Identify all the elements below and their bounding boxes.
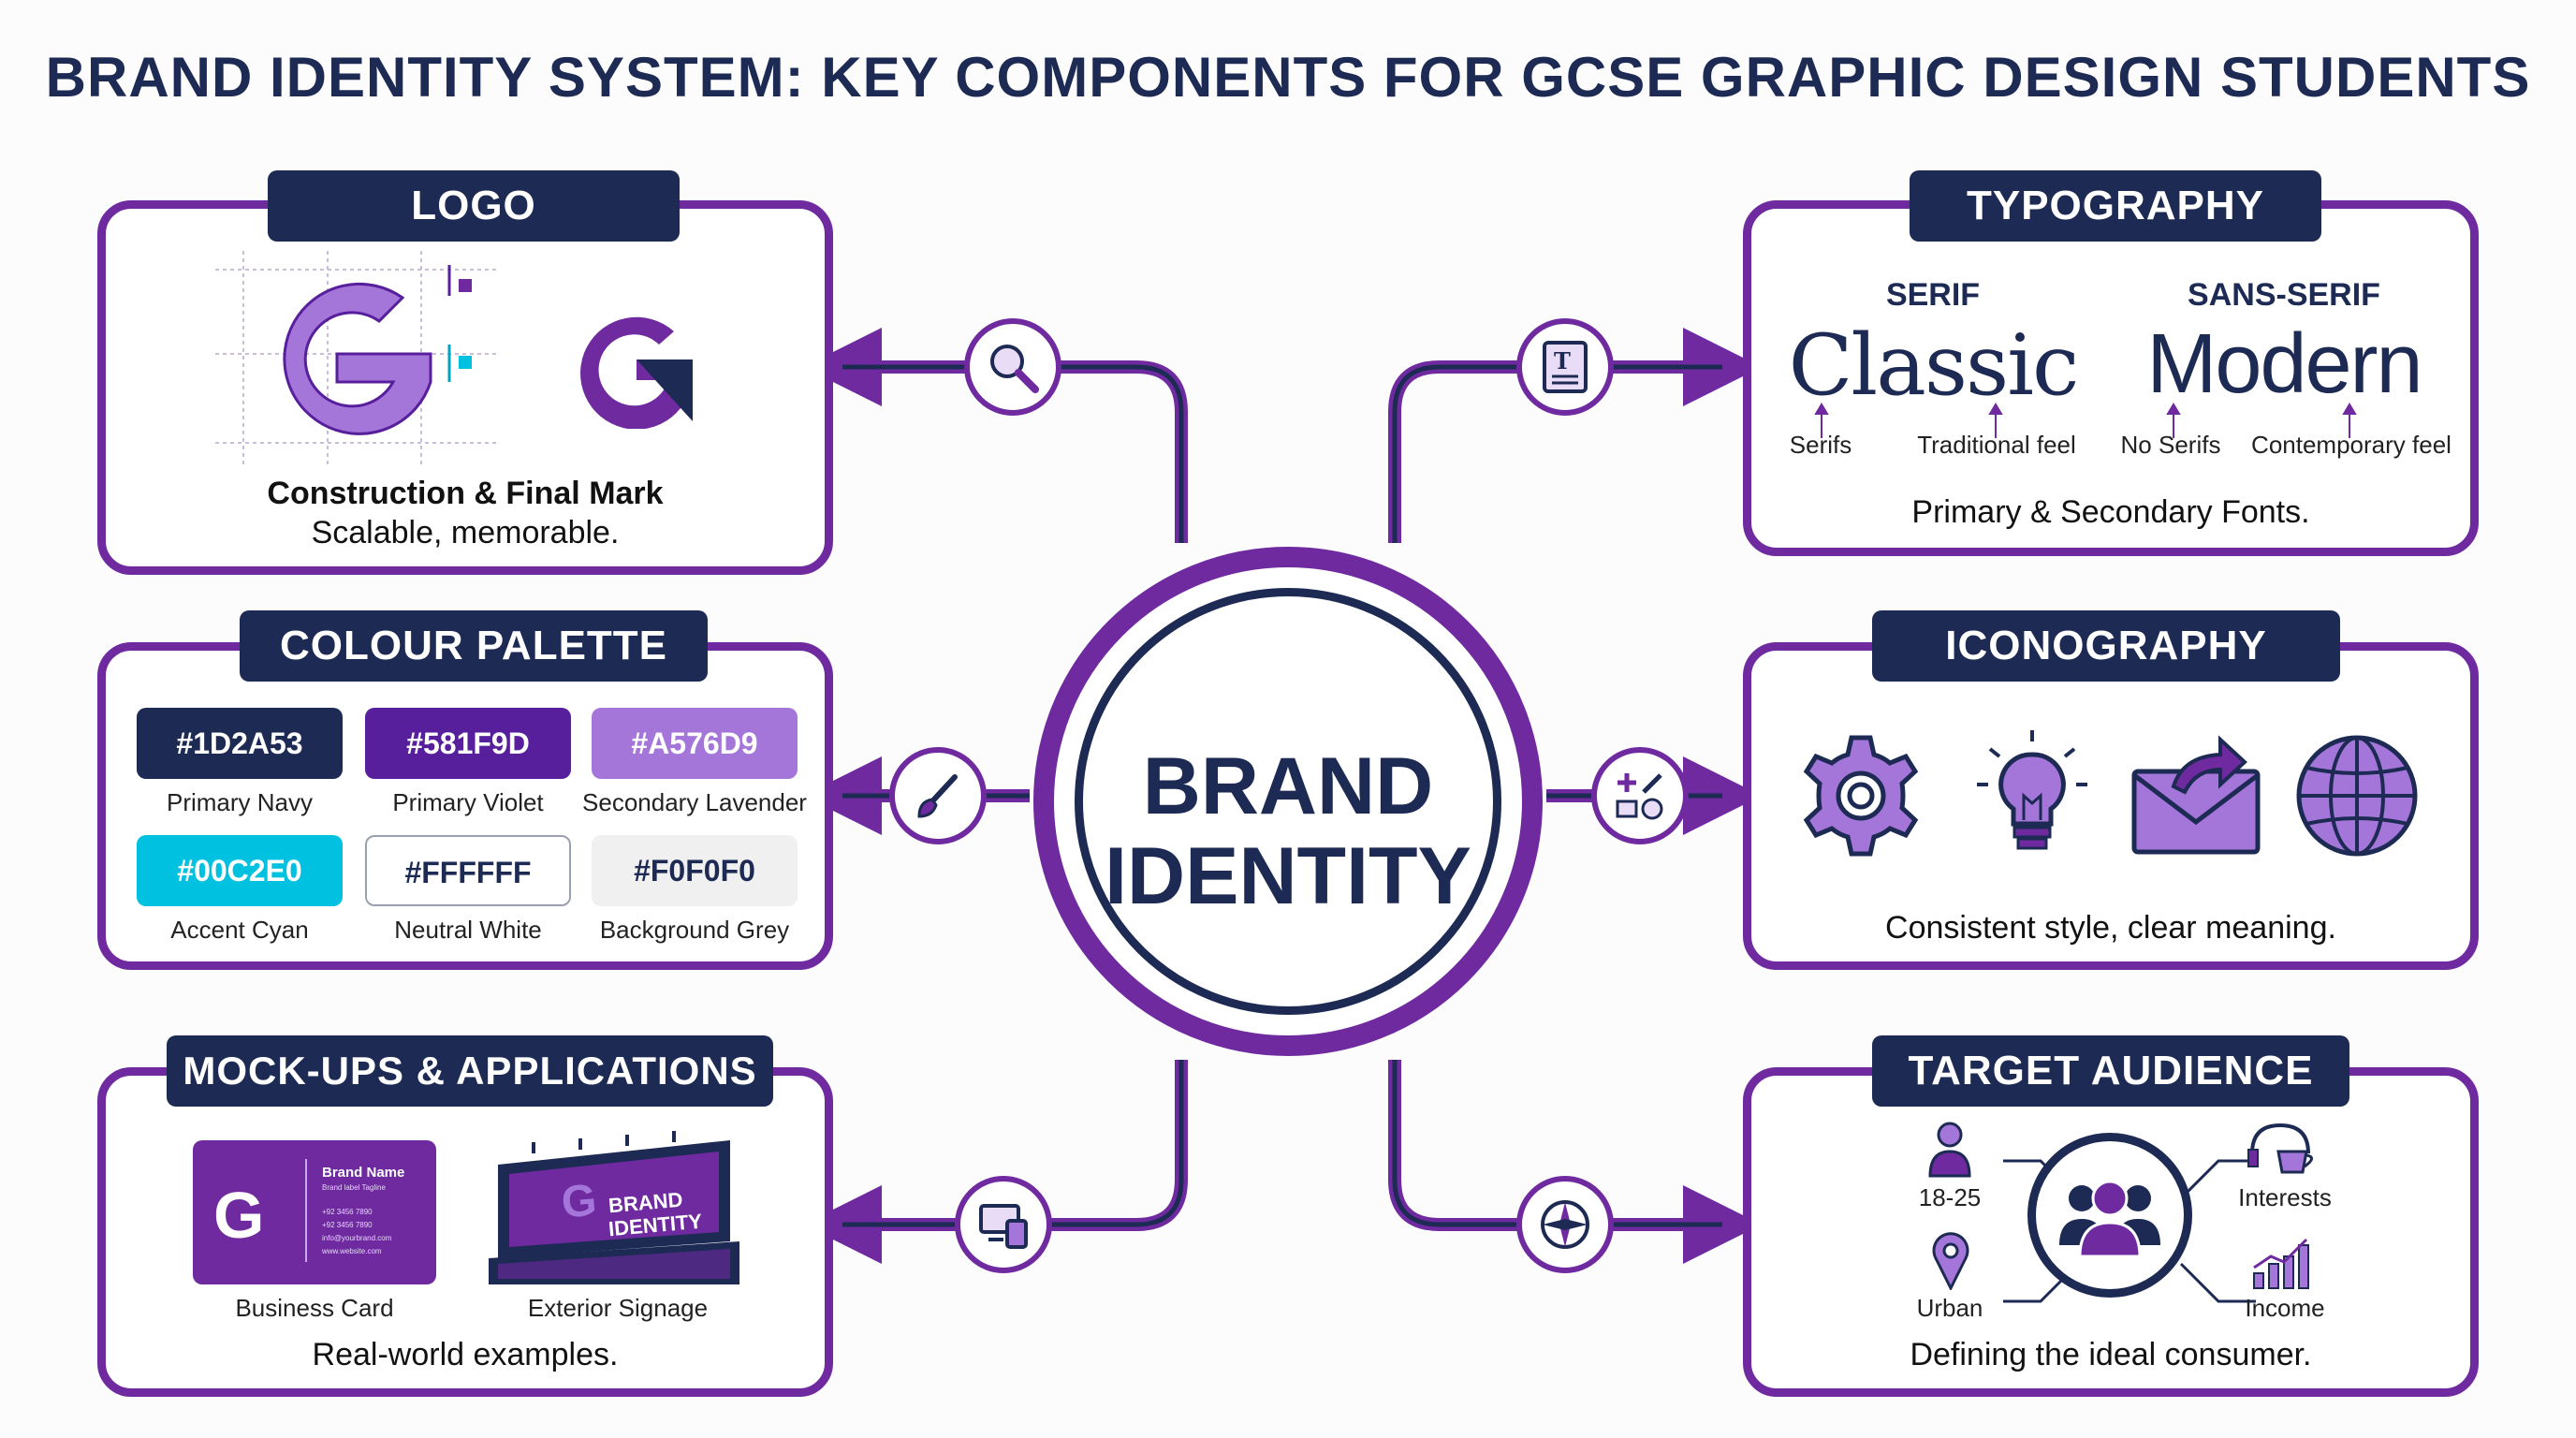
logo-construction-drawing xyxy=(215,251,496,466)
hub-line-2: IDENTITY xyxy=(1105,831,1471,921)
color-swatch-label: Primary Violet xyxy=(392,788,544,816)
mockups-caption: Real-world examples. xyxy=(312,1337,619,1372)
color-swatch-label: Primary Navy xyxy=(166,788,313,816)
logo-caption: Scalable, memorable. xyxy=(311,515,620,550)
group-icon xyxy=(2059,1180,2160,1258)
sans-serif-label: SANS-SERIF xyxy=(2188,277,2380,313)
note-contemporary-feel: Contemporary feel xyxy=(2251,431,2452,459)
business-card-mockup: G Brand Name Brand label Tagline +92 345… xyxy=(193,1140,436,1284)
typography-pointer-arrows xyxy=(1814,403,2357,438)
typography-heading: TYPOGRAPHY xyxy=(1910,170,2321,242)
card-brand-name: Brand Name xyxy=(322,1165,405,1181)
audience-age-label: 18-25 xyxy=(1918,1183,1982,1211)
card-line-3: info@yourbrand.com xyxy=(322,1234,392,1242)
note-traditional-feel: Traditional feel xyxy=(1917,431,2076,459)
mockups-heading: MOCK-UPS & APPLICATIONS xyxy=(167,1035,773,1107)
color-swatch-label: Accent Cyan xyxy=(170,916,309,944)
magnifier-icon xyxy=(990,345,1039,393)
serif-sample: Classic xyxy=(1788,316,2080,415)
card-line-1: +92 3456 7890 xyxy=(322,1208,373,1216)
audience-location-label: Urban xyxy=(1916,1294,1983,1322)
person-icon xyxy=(1928,1122,1971,1178)
typography-panel xyxy=(1743,200,2479,556)
color-swatch-label: Secondary Lavender xyxy=(582,788,807,816)
logo-heading: LOGO xyxy=(268,170,680,242)
card-subtitle: Brand label Tagline xyxy=(322,1183,386,1192)
color-swatch-label: Neutral White xyxy=(394,916,542,944)
text-document-icon: T xyxy=(1543,341,1588,393)
logo-final-mark xyxy=(580,316,694,429)
exterior-signage-label: Exterior Signage xyxy=(527,1294,709,1322)
business-card-label: Business Card xyxy=(235,1294,394,1322)
color-swatch: #F0F0F0 xyxy=(592,835,798,906)
color-swatch-label: Background Grey xyxy=(599,916,790,944)
typography-caption: Primary & Secondary Fonts. xyxy=(1911,494,2310,530)
income-chart-icon xyxy=(2253,1238,2309,1289)
devices-node xyxy=(955,1176,1052,1273)
audience-center-circle xyxy=(2027,1133,2192,1298)
signage-logo-letter: G xyxy=(559,1175,599,1228)
devices-icon xyxy=(979,1204,1028,1249)
iconography-heading: ICONOGRAPHY xyxy=(1872,610,2340,682)
target-audience-heading: TARGET AUDIENCE xyxy=(1872,1035,2349,1107)
brand-identity-hub: BRAND IDENTITY xyxy=(1033,547,1543,1056)
hub-line-1: BRAND xyxy=(1142,741,1434,831)
note-serifs: Serifs xyxy=(1789,431,1852,459)
color-swatch: #A576D9 xyxy=(592,708,798,779)
paintbrush-node xyxy=(889,747,987,844)
sans-serif-sample: Modern xyxy=(2146,317,2422,411)
logo-caption-bold: Construction & Final Mark xyxy=(267,476,664,511)
target-audience-panel xyxy=(1743,1067,2479,1397)
audience-income-label: Income xyxy=(2245,1294,2325,1322)
card-line-2: +92 3456 7890 xyxy=(322,1221,373,1229)
magnifier-node xyxy=(964,318,1061,416)
card-line-4: www.website.com xyxy=(322,1247,382,1255)
gear-icon xyxy=(1803,735,1919,857)
target-audience-caption: Defining the ideal consumer. xyxy=(1910,1337,2312,1372)
mockups-panel xyxy=(97,1067,833,1397)
color-swatch: #FFFFFF xyxy=(365,835,571,906)
iconography-caption: Consistent style, clear meaning. xyxy=(1885,910,2336,946)
exterior-signage-mockup xyxy=(489,1131,739,1284)
color-swatch: #581F9D xyxy=(365,708,571,779)
audience-interests-label: Interests xyxy=(2238,1183,2332,1211)
page-title: BRAND IDENTITY SYSTEM: KEY COMPONENTS FO… xyxy=(45,46,2531,109)
icon-set-icon xyxy=(1616,773,1663,820)
coffee-headphones-icon xyxy=(2247,1123,2313,1174)
serif-label: SERIF xyxy=(1885,277,1981,313)
colour-palette-heading: COLOUR PALETTE xyxy=(240,610,708,682)
svg-text:T: T xyxy=(1554,347,1571,374)
paintbrush-icon xyxy=(917,774,958,818)
color-swatch: #00C2E0 xyxy=(137,835,343,906)
text-document-node: T xyxy=(1516,318,1614,416)
card-divider xyxy=(305,1159,307,1262)
note-no-serifs: No Serifs xyxy=(2120,431,2221,459)
compass-node xyxy=(1516,1176,1614,1273)
envelope-share-icon xyxy=(2131,735,2261,855)
location-pin-icon xyxy=(1932,1232,1969,1290)
globe-icon xyxy=(2296,735,2418,857)
compass-icon xyxy=(1541,1200,1589,1249)
tools-node xyxy=(1591,747,1689,844)
color-swatch: #1D2A53 xyxy=(137,708,343,779)
card-logo-letter: G xyxy=(213,1179,265,1252)
lightbulb-icon xyxy=(1977,730,2087,850)
